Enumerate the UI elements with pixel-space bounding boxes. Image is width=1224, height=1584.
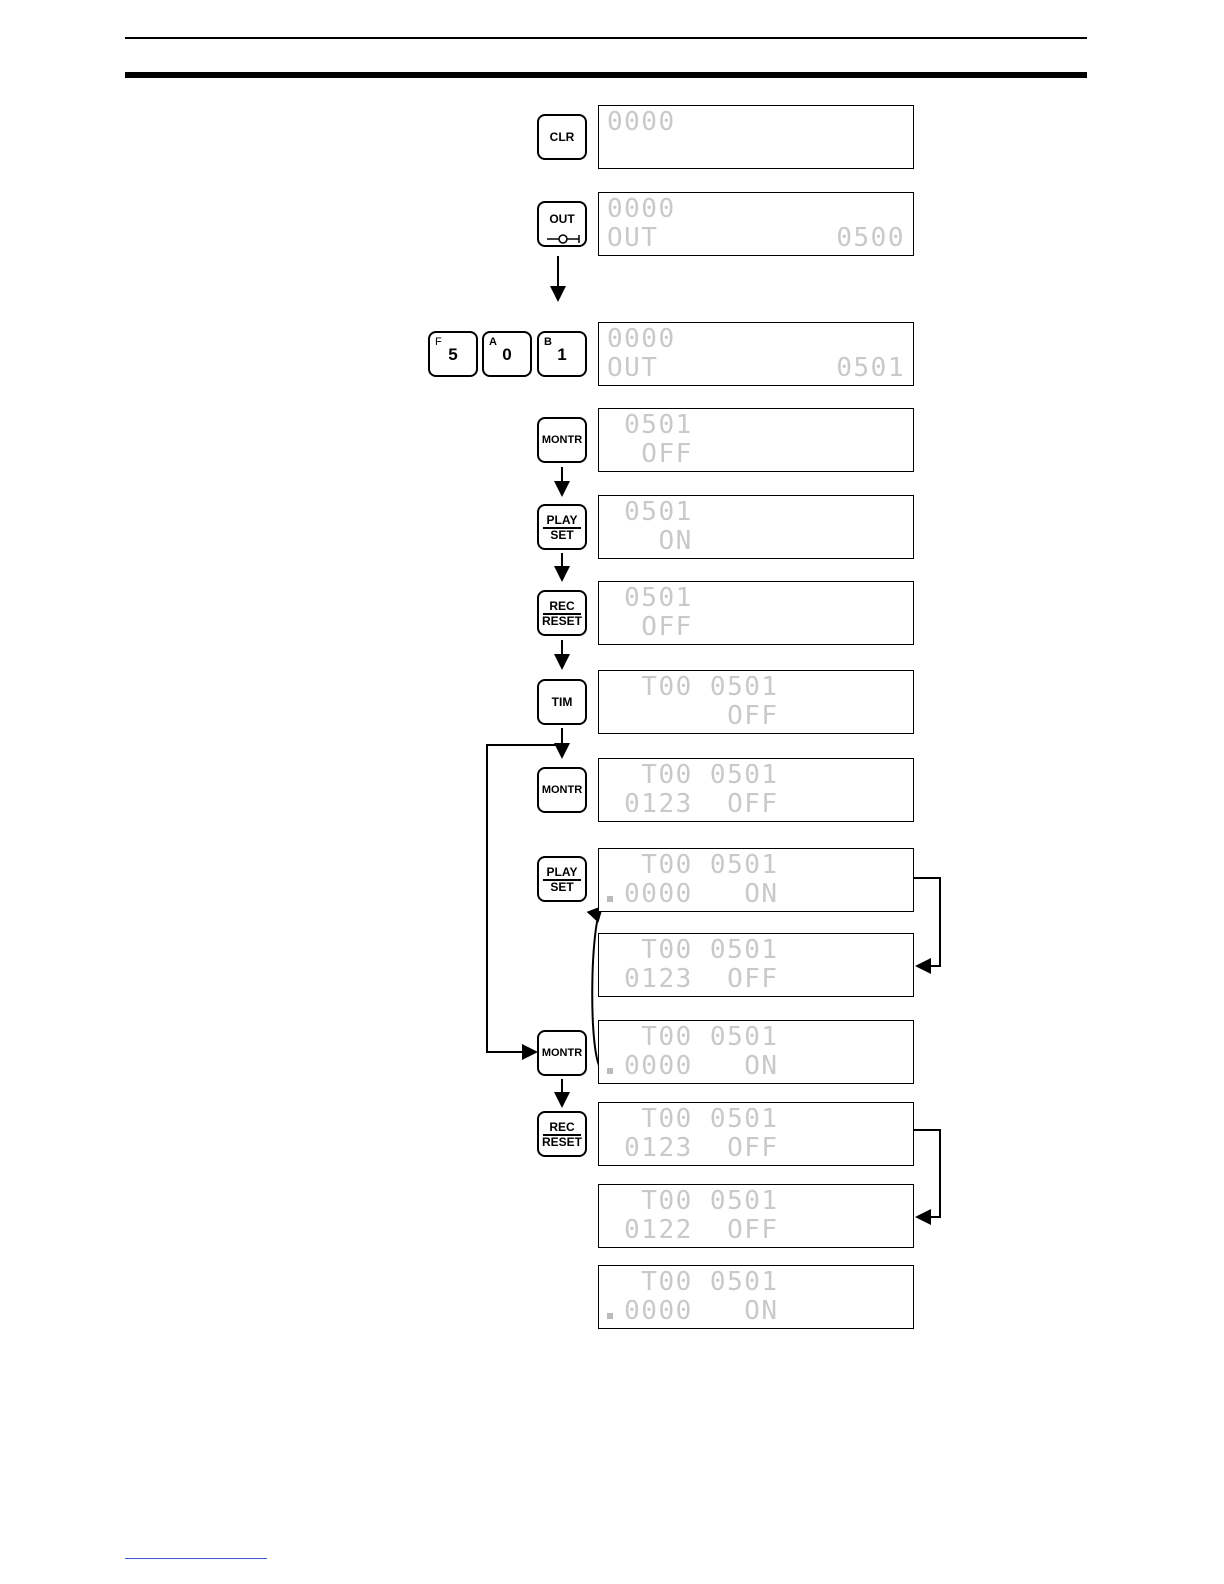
cursor-marker-icon [607,1068,613,1074]
montr-key-label: MONTR [541,1047,583,1059]
tim-key-label: TIM [551,695,573,709]
lcd-line-2: 0122 OFF [607,1215,779,1245]
lcd-line-2: 0123 OFF [607,789,779,819]
lcd-display: T00 0501 0000 ON [598,1265,914,1329]
arrow-display-12-to-13 [914,1129,941,1225]
lcd-line-2: OUT [607,223,659,253]
lcd-line-2: 0000 ON [607,1296,779,1326]
montr-key[interactable]: MONTR [537,1030,587,1076]
rec-reset-divider [543,613,581,615]
lcd-line-1: 0501 [607,583,693,613]
lcd-display: 0501 OFF [598,581,914,645]
a0-key[interactable]: A 0 [482,331,532,377]
lcd-line-2-address: 0501 [836,353,905,383]
a0-key-digit: 0 [502,345,512,364]
lcd-line-1: T00 0501 [607,760,779,790]
lcd-display: T00 0501 0122 OFF [598,1184,914,1248]
lcd-display: 0501 ON [598,495,914,559]
lcd-line-1: T00 0501 [607,1022,779,1052]
rec-reset-key[interactable]: REC RESET [537,1111,587,1157]
lcd-line-2-address: 0500 [836,223,905,253]
lcd-line-1: T00 0501 [607,1267,779,1297]
b1-key-corner: B [544,336,552,348]
montr-key[interactable]: MONTR [537,417,587,463]
play-key-label: PLAY [546,513,578,527]
lcd-line-1: T00 0501 [607,1186,779,1216]
lcd-line-2: 0123 OFF [607,1133,779,1163]
play-set-key[interactable]: PLAY SET [537,504,587,550]
cursor-marker-icon [607,1313,613,1319]
play-set-divider [543,527,581,529]
cursor-marker-icon [607,896,613,902]
rec-reset-divider [543,1134,581,1136]
lcd-line-1: 0000 [607,324,676,354]
lcd-line-1: T00 0501 [607,672,779,702]
montr-key-label: MONTR [541,784,583,796]
lcd-line-2: OUT [607,353,659,383]
lcd-display: 0000 [598,105,914,169]
lcd-line-2: 0000 ON [607,879,779,909]
f5-key-corner: F [435,336,442,348]
lcd-display: T00 0501 0123 OFF [598,758,914,822]
arrow-display-9-to-10 [914,877,941,974]
lcd-line-2: 0000 ON [607,1051,779,1081]
b1-key-digit: 1 [557,345,567,364]
lcd-display: T00 0501 0123 OFF [598,933,914,997]
lcd-line-1: T00 0501 [607,1104,779,1134]
lcd-line-1: 0000 [607,107,676,137]
reset-key-label: RESET [541,614,582,628]
lcd-line-2: OFF [607,439,693,469]
lcd-line-2: ON [607,526,693,556]
lcd-line-1: T00 0501 [607,850,779,880]
f5-key[interactable]: F 5 [428,331,478,377]
lcd-line-1: 0501 [607,410,693,440]
lcd-display: T00 0501 OFF [598,670,914,734]
play-set-key[interactable]: PLAY SET [537,856,587,902]
lcd-display: T00 0501 0000 ON [598,1020,914,1084]
lcd-display: T00 0501 0123 OFF [598,1102,914,1166]
lcd-line-1: 0000 [607,194,676,224]
montr-key-label: MONTR [541,434,583,446]
set-key-label: SET [550,528,574,542]
play-key-label: PLAY [546,865,578,879]
out-key-label: OUT [549,212,575,226]
montr-key[interactable]: MONTR [537,767,587,813]
rec-reset-key[interactable]: REC RESET [537,590,587,636]
footer-rule [125,1558,267,1559]
out-key[interactable]: OUT [537,201,587,247]
rec-key-label: REC [549,1120,575,1134]
reset-key-label: RESET [541,1135,582,1149]
lcd-line-1: 0501 [607,497,693,527]
set-key-label: SET [550,880,574,894]
a0-key-corner: A [489,336,497,348]
tim-key[interactable]: TIM [537,679,587,725]
lcd-display: 0000 OUT 0501 [598,322,914,386]
lcd-line-2: OFF [607,612,693,642]
header-thick-rule [125,72,1087,78]
lcd-line-1: T00 0501 [607,935,779,965]
lcd-display: 0501 OFF [598,408,914,472]
output-coil-icon [547,234,580,244]
lcd-line-2: 0123 OFF [607,964,779,994]
f5-key-digit: 5 [448,345,458,364]
lcd-display: T00 0501 0000 ON [598,848,914,912]
clr-key[interactable]: CLR [537,114,587,160]
b1-key[interactable]: B 1 [537,331,587,377]
lcd-line-2: OFF [607,701,779,731]
clr-key-label: CLR [549,130,575,144]
arrow-loop-to-montr [486,744,562,1060]
arrow-return-curve [586,905,604,1071]
lcd-display: 0000 OUT 0500 [598,192,914,256]
rec-key-label: REC [549,599,575,613]
header-thin-rule [125,37,1087,39]
play-set-divider [543,879,581,881]
